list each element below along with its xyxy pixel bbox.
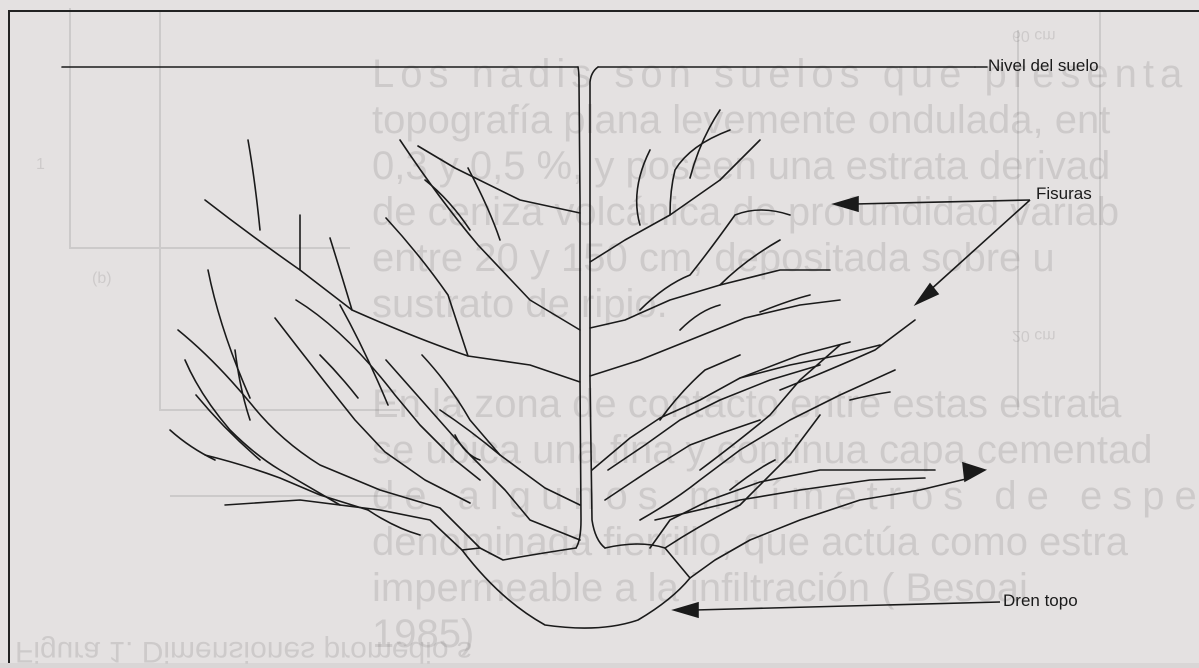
fissure <box>368 510 420 535</box>
fissure <box>425 180 470 230</box>
arrowhead-icon <box>834 197 858 211</box>
fissure <box>605 420 760 500</box>
fissure <box>296 300 480 480</box>
fissure <box>185 360 340 505</box>
fissure <box>235 350 250 420</box>
fissure <box>340 305 388 405</box>
fissure <box>665 415 820 548</box>
label-ground-level: Nivel del suelo <box>988 56 1099 76</box>
fissure <box>590 180 720 262</box>
fissure <box>455 435 480 460</box>
fissure <box>690 478 970 578</box>
fissure <box>720 140 760 180</box>
fissure <box>468 168 500 240</box>
arrowhead-icon <box>674 603 698 617</box>
fissure <box>850 392 890 400</box>
central-fissure-right <box>590 67 605 548</box>
fissure <box>225 500 462 550</box>
fissure <box>680 305 720 330</box>
fisuras-pointer-line <box>928 200 1030 292</box>
fissure <box>422 355 500 455</box>
fissure <box>205 200 580 382</box>
fissure <box>637 150 650 225</box>
fissure <box>400 140 580 330</box>
fissure <box>640 370 895 520</box>
fissure <box>670 130 730 215</box>
fissure <box>248 140 260 230</box>
fissure <box>608 365 820 470</box>
central-fissure-left <box>576 67 581 548</box>
fissure <box>440 410 580 505</box>
fissure <box>330 238 352 310</box>
fissure <box>386 218 468 356</box>
arrowhead-icon <box>963 463 985 481</box>
fissure <box>740 345 880 378</box>
fisuras-pointer-line <box>855 200 1030 204</box>
fissure <box>386 360 580 540</box>
label-fissures: Fisuras <box>1036 184 1092 204</box>
dren-pointer-line <box>695 602 1000 610</box>
fissure <box>418 146 580 213</box>
fissure <box>320 355 358 398</box>
fissure <box>640 210 790 310</box>
fissure <box>690 110 720 178</box>
fissure <box>590 300 840 376</box>
fissure <box>205 455 368 510</box>
fissure <box>760 295 810 312</box>
label-mole-drain: Dren topo <box>1003 591 1078 611</box>
fissure <box>650 470 935 548</box>
mole-drain-channel <box>462 544 690 628</box>
